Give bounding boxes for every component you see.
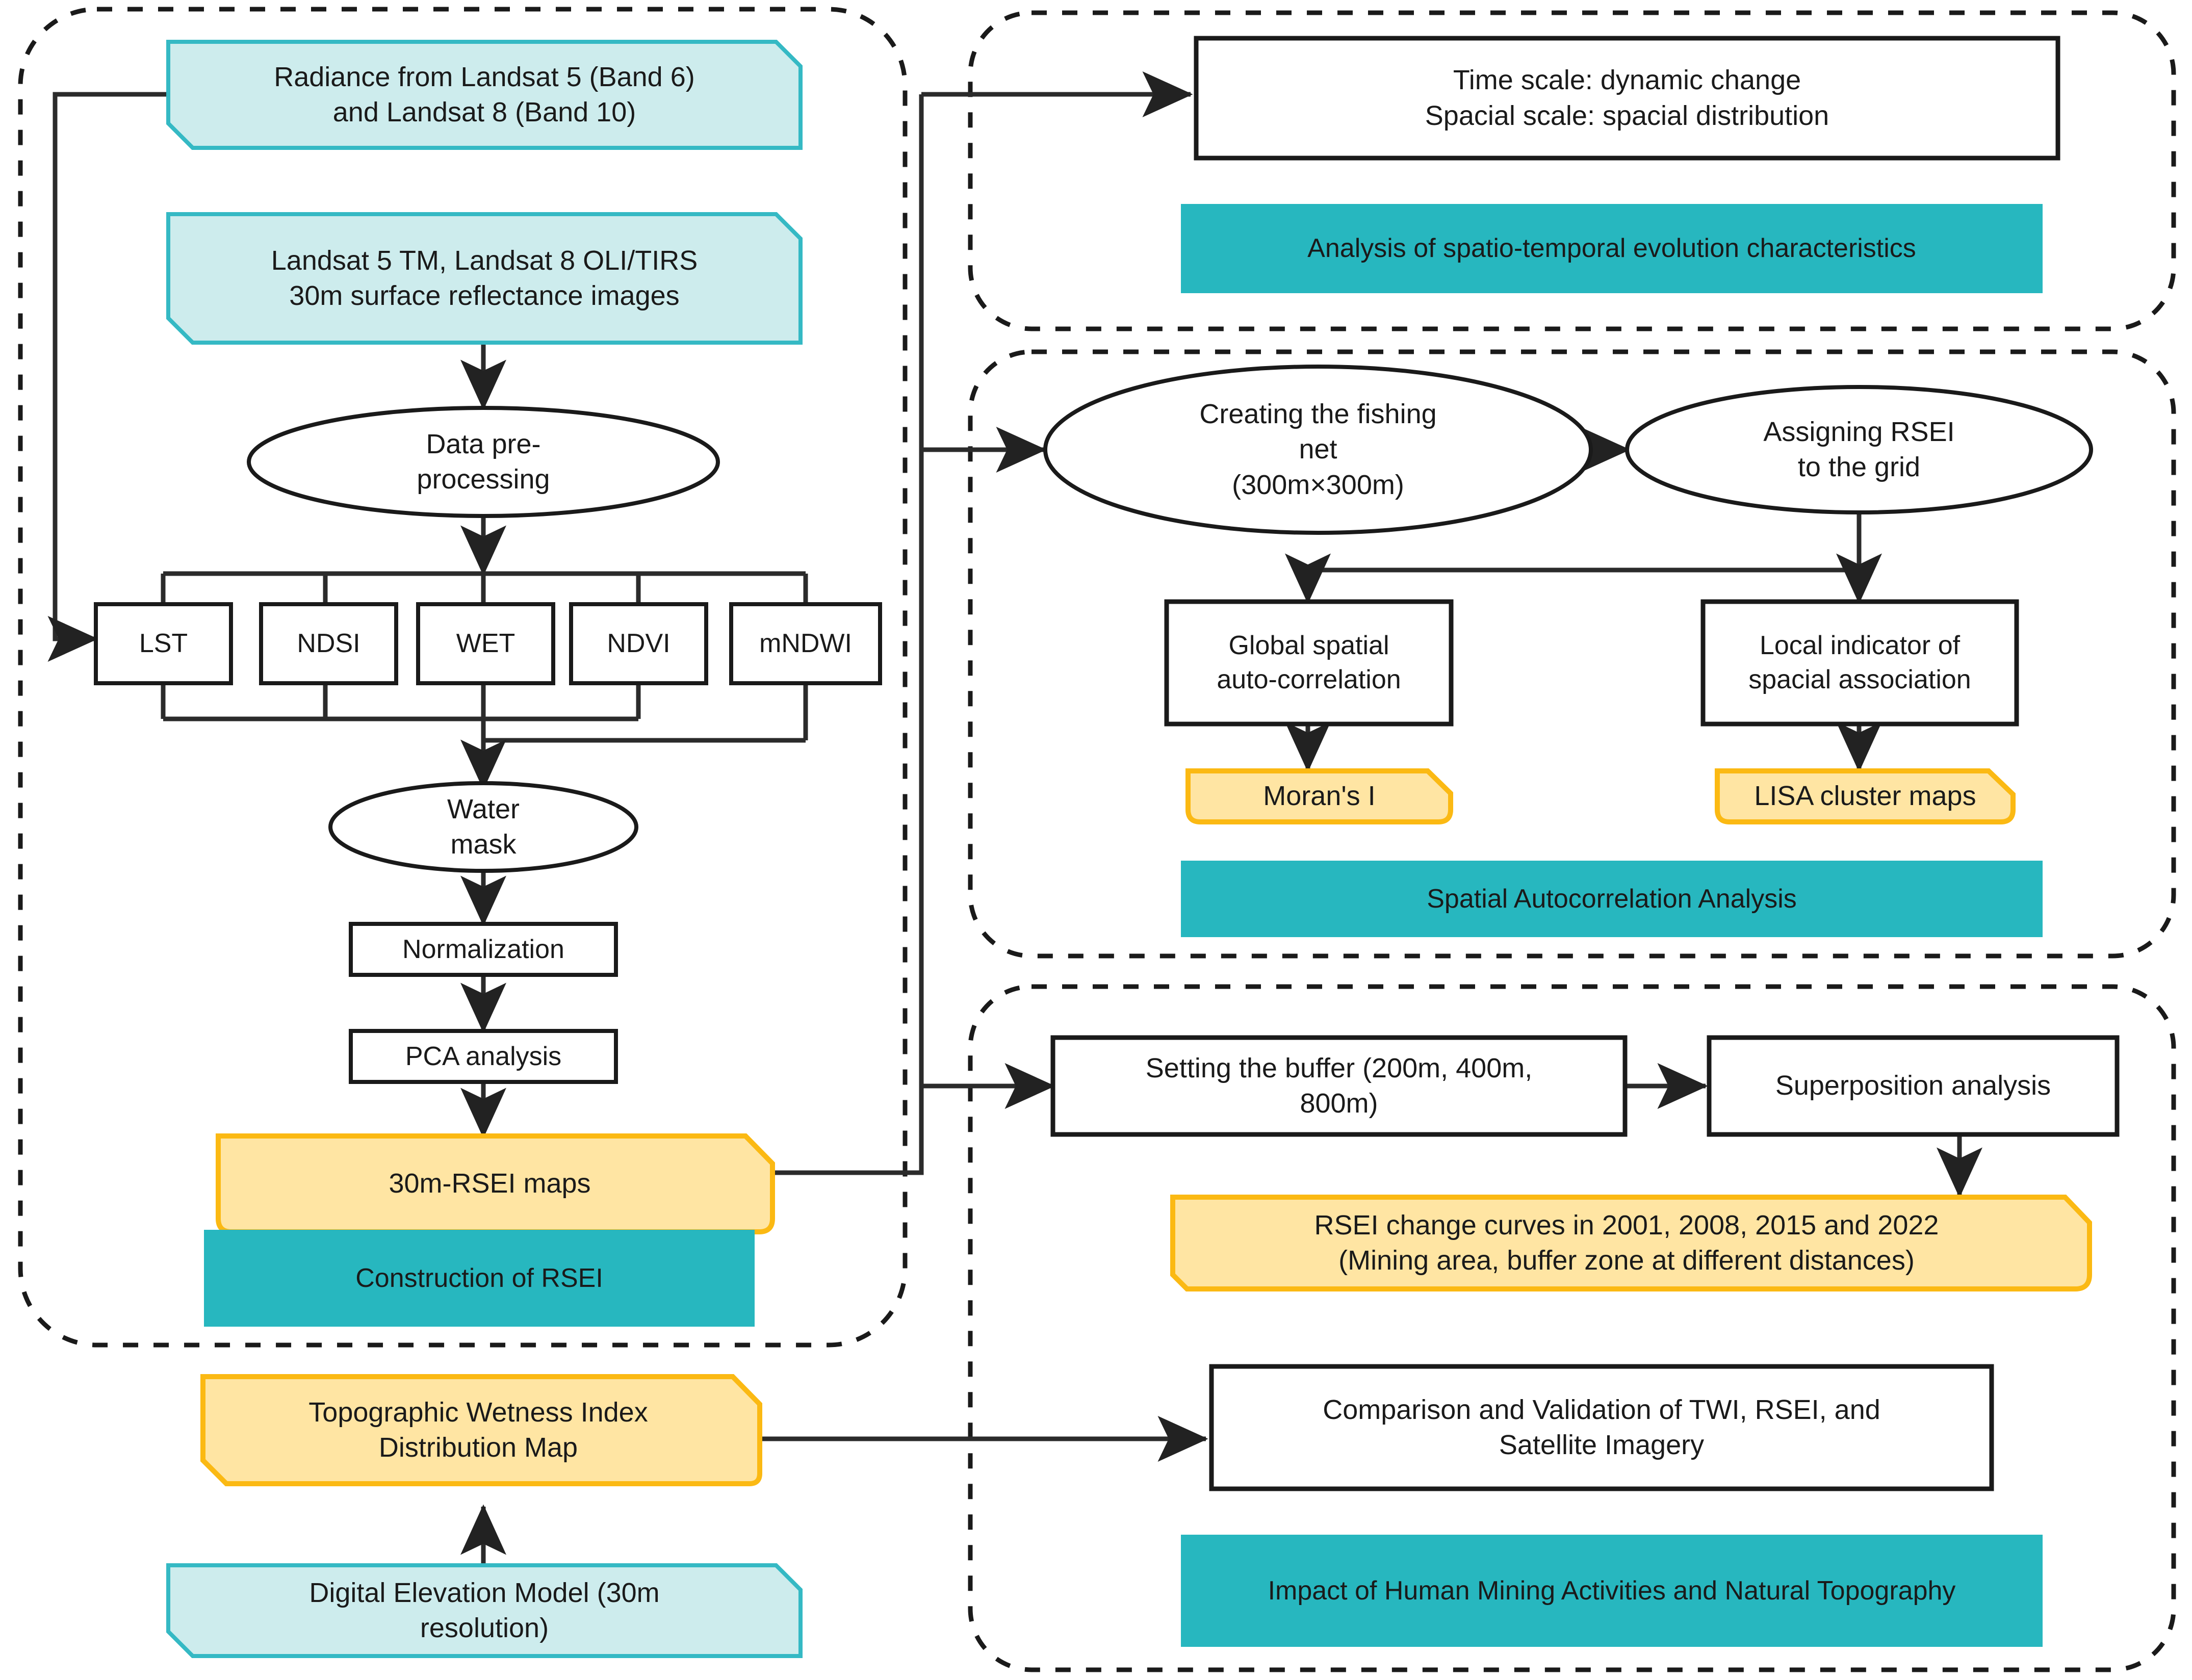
trunk-rsei-to-right-branches [772,94,924,1175]
node-index-wet-shape [416,602,555,685]
node-fishing-net-shape [1043,365,1593,535]
node-setting-buffer-shape [1050,1035,1628,1137]
node-twi-shape [200,1374,762,1486]
node-morans-i-shape [1185,768,1453,824]
node-index-ndvi-shape [569,602,708,685]
banner-autocorrelation [1181,861,2043,937]
node-lisa-shape [1715,768,2016,824]
node-rsei-curves-shape [1170,1195,2092,1291]
banner-spatio-temporal [1181,204,2043,293]
banner-impact [1181,1535,2043,1647]
node-normalization-shape [349,922,618,977]
connector-radiance-to-lst [47,92,168,662]
node-assign-rsei-shape [1625,385,2093,514]
node-reflectance-shape [166,212,803,345]
group-construction-of-rsei-border [18,7,908,1348]
node-index-ndsi-shape [259,602,398,685]
node-rsei-maps-shape [216,1133,775,1234]
node-global-spatial-shape [1164,599,1454,727]
node-index-mndwi-shape [729,602,882,685]
node-comparison-shape [1209,1364,1994,1491]
node-index-lst-shape [94,602,233,685]
node-time-space-scale-shape [1194,36,2060,161]
group-autocorrelation-border [968,349,2176,959]
node-superposition-shape [1707,1035,2120,1137]
node-pca-shape [349,1029,618,1084]
node-preprocessing-shape [247,406,720,518]
banner-construction-of-rsei [204,1230,755,1327]
node-dem-shape [166,1563,803,1658]
node-radiance-shape [166,40,803,150]
node-local-indicator-shape [1700,599,2019,727]
node-water-mask-shape [328,781,638,873]
